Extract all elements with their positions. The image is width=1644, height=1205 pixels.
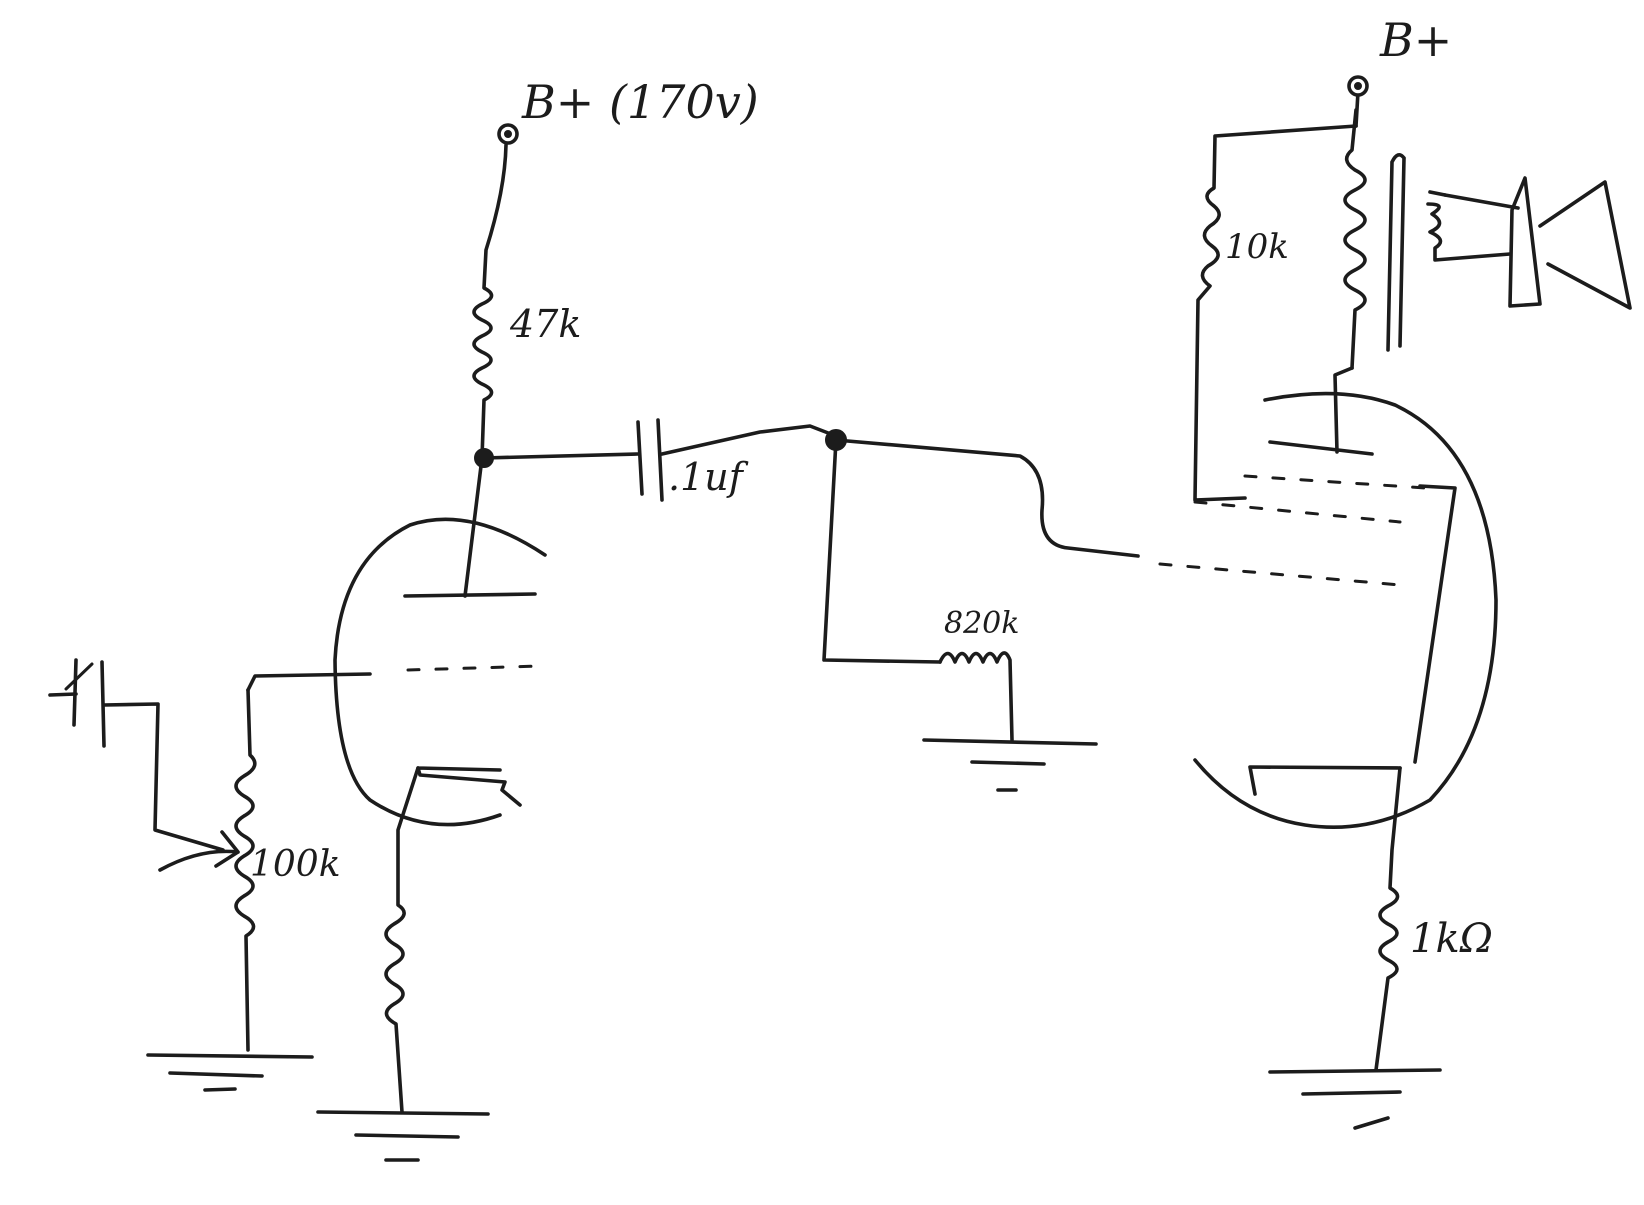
second-grid-wire bbox=[834, 438, 1140, 558]
second-tube-envelope bbox=[1193, 391, 1498, 829]
suppressor-tie-wire bbox=[1413, 484, 1457, 764]
coupling-wire-right bbox=[660, 424, 838, 456]
ground-symbol-output-cathode bbox=[1268, 1068, 1442, 1130]
second-tube-control-grid bbox=[1158, 562, 1402, 587]
ground-symbol-grid-leak bbox=[922, 738, 1098, 792]
ground-symbol-first-cathode bbox=[316, 1110, 490, 1162]
second-tube-screen-grid bbox=[1243, 474, 1427, 490]
second-tube-suppressor-grid bbox=[1193, 500, 1402, 524]
first-plate-wire bbox=[463, 456, 484, 598]
speaker-icon bbox=[1508, 176, 1632, 310]
second-tube-plate bbox=[1268, 440, 1374, 456]
speaker-lead-top bbox=[1443, 193, 1520, 210]
bplus-terminal-left-center bbox=[504, 130, 512, 138]
first-tube-plate bbox=[403, 592, 537, 598]
second-tube-cathode bbox=[1248, 765, 1402, 796]
grid-leak-wire bbox=[822, 438, 942, 664]
r-grid-label: 820k bbox=[944, 606, 1019, 641]
coupling-capacitor bbox=[636, 418, 664, 502]
bplus-terminal-right-center bbox=[1354, 82, 1362, 90]
first-cathode-resistor bbox=[384, 766, 420, 1114]
r-grid-resistor bbox=[938, 651, 1014, 742]
bplus-170v-label: B+ (170v) bbox=[521, 75, 759, 129]
input-capacitor bbox=[48, 658, 225, 852]
first-grid-wire bbox=[246, 672, 372, 692]
screen-resistor-loop bbox=[1193, 124, 1358, 502]
r-screen-label: 10k bbox=[1225, 227, 1289, 267]
r-input-pot-label: 100k bbox=[250, 844, 341, 885]
r-cathode-label: 1kΩ bbox=[1410, 916, 1493, 962]
coupling-cap-label: .1uf bbox=[668, 455, 749, 499]
r-plate-resistor bbox=[472, 143, 508, 460]
transformer-core bbox=[1386, 153, 1406, 352]
first-tube-envelope bbox=[333, 517, 547, 827]
ground-symbol-pot bbox=[146, 1053, 314, 1092]
transformer-primary bbox=[1343, 108, 1367, 370]
first-tube-cathode bbox=[416, 766, 522, 807]
first-tube-grid bbox=[406, 664, 542, 672]
coupling-wire-left bbox=[482, 452, 640, 460]
r-cathode-resistor bbox=[1374, 766, 1402, 1072]
transformer-secondary bbox=[1426, 190, 1512, 262]
r-plate-label: 47k bbox=[509, 302, 581, 346]
bplus-right-label: B+ bbox=[1379, 13, 1452, 67]
output-plate-wire bbox=[1333, 366, 1354, 454]
bplus-right-wire bbox=[1354, 90, 1360, 128]
input-potentiometer bbox=[158, 688, 257, 1052]
